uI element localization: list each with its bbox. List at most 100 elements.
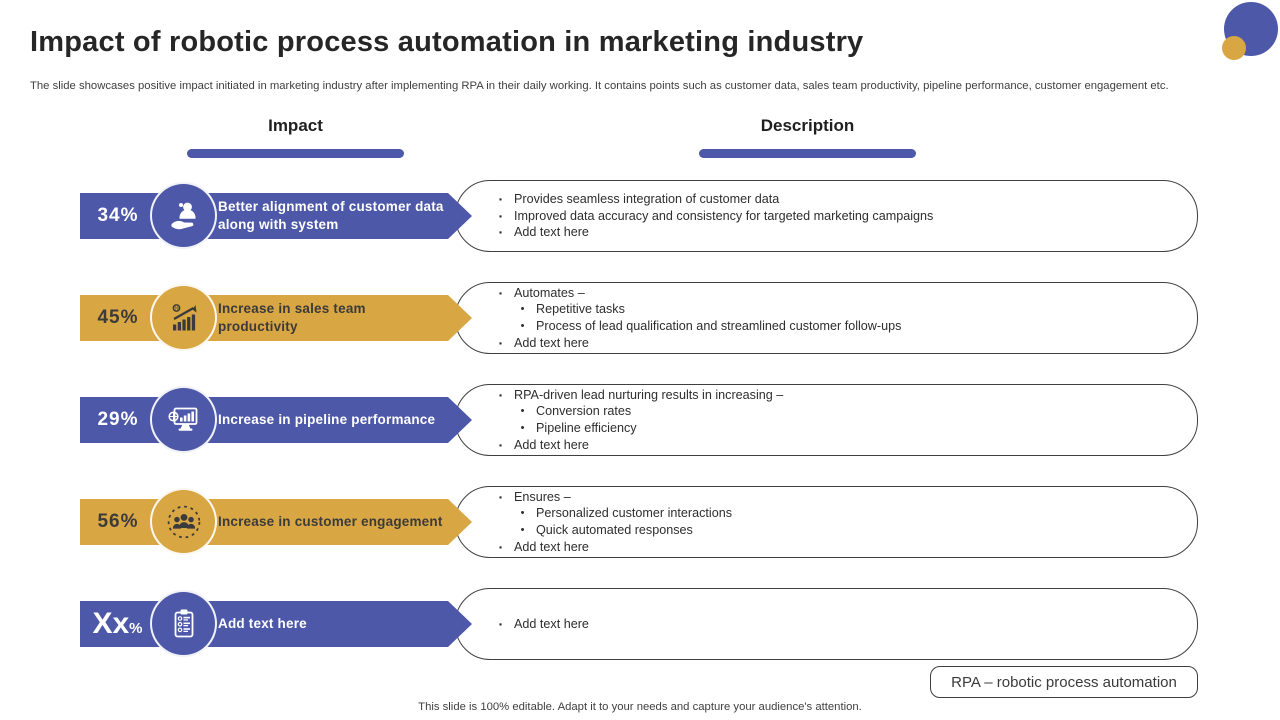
impact-banner: Increase in pipeline performance [80,397,472,443]
bullet-marker: • [520,405,525,418]
bullet-item: • Process of lead qualification and strea… [518,318,902,335]
bullet-text: Conversion rates [536,404,632,419]
sales-growth-icon: % [150,284,217,351]
decorative-gold-circle [1222,36,1246,60]
bullet-marker: ▪ [498,287,502,298]
description-header-underline [699,149,916,158]
bullet-marker: ▪ [498,210,502,221]
bullet-text: Repetitive tasks [536,302,625,317]
bullet-item: ▪ Ensures – [496,489,732,506]
impact-banner: Better alignment of customer data along … [80,193,472,239]
bullet-item: ▪ Provides seamless integration of custom… [496,191,933,208]
bullet-text: Personalized customer interactions [536,506,732,521]
bullet-marker: ▪ [498,194,502,205]
bullet-item: • Quick automated responses [518,522,732,539]
bullet-text: Add text here [514,225,589,240]
bullet-item: ▪ Add text here [496,335,901,352]
slide-subtitle: The slide showcases positive impact init… [30,80,1169,92]
impact-banner: Add text here [80,601,472,647]
percent-badge: 34% [88,193,148,239]
bullet-text: Automates – [514,285,585,300]
impact-rows: ▪ Provides seamless integration of custom… [80,180,1200,690]
bullet-text: Add text here [514,539,589,554]
impact-row: ▪ Ensures – • Personalized customer interac… [80,486,1198,558]
bullet-item: ▪ Add text here [496,616,589,633]
percent-value: Xx [92,607,130,640]
percent-sign: % [129,620,144,637]
impact-row: ▪ Automates – • Repetitive tasks • Process of… [80,282,1198,354]
bullet-marker: ▪ [498,541,502,552]
bullet-item: ▪ Improved data accuracy and consistency … [496,208,933,225]
description-bullets: ▪ Provides seamless integration of custom… [456,191,963,241]
footer-note: This slide is 100% editable. Adapt it to… [418,701,862,713]
description-bullets: ▪ RPA-driven lead nurturing results in in… [456,387,813,453]
bullet-text: Pipeline efficiency [536,421,637,435]
bullet-marker: ▪ [498,439,502,450]
abbreviation-note-text: RPA – robotic process automation [951,673,1177,691]
bullet-text: Quick automated responses [536,523,693,537]
bullet-item: • Pipeline efficiency [518,420,783,437]
bullet-text: Add text here [514,437,589,452]
bullet-marker: ▪ [498,389,502,400]
bullet-text: Improved data accuracy and consistency f… [514,208,934,223]
impact-label: Add text here [218,616,307,632]
bullet-marker: ▪ [498,337,502,348]
bullet-marker: • [520,422,525,434]
customer-care-icon [150,182,217,249]
bullet-item: ▪ RPA-driven lead nurturing results in in… [496,387,783,404]
bullet-text: RPA-driven lead nurturing results in inc… [514,387,784,402]
column-header-impact: Impact [268,116,323,135]
percent-sign: % [120,511,139,532]
bullet-marker: • [520,507,525,520]
bullet-marker: ▪ [498,227,502,238]
description-box: ▪ Provides seamless integration of custom… [455,180,1198,252]
impact-label: Increase in customer engagement [218,514,443,530]
percent-value: 29 [97,409,121,430]
abbreviation-note-box: RPA – robotic process automation [930,666,1198,698]
percent-value: 45 [97,307,121,328]
bullet-item: ▪ Add text here [496,539,732,556]
impact-banner: Increase in sales team productivity [80,295,472,341]
percent-badge: 45% [88,295,148,341]
bullet-text: Provides seamless integration of custome… [514,192,780,207]
bullet-item: ▪ Add text here [496,437,783,454]
description-bullets: ▪ Add text here [456,616,619,633]
percent-badge: 56% [88,499,148,545]
impact-header-underline [187,149,404,158]
impact-row: ▪ RPA-driven lead nurturing results in in… [80,384,1198,456]
bullet-marker: • [520,303,525,316]
checklist-icon [150,590,217,657]
bullet-item: • Personalized customer interactions [518,505,732,522]
page-title: Impact of robotic process automation in … [30,26,864,58]
impact-row: ▪ Add text here Add text here Xx% [80,588,1198,660]
bullet-item: ▪ Add text here [496,224,933,241]
description-bullets: ▪ Automates – • Repetitive tasks • Process of… [456,285,931,351]
percent-value: 56 [97,511,121,532]
svg-text:%: % [173,306,179,312]
impact-label: Increase in sales team productivity [218,301,366,334]
bullet-marker: • [520,320,525,332]
bullet-marker: • [520,524,525,536]
bullet-text: Process of lead qualification and stream… [536,319,902,333]
bullet-item: ▪ Automates – [496,285,901,302]
impact-label: Increase in pipeline performance [218,412,436,428]
percent-badge: Xx% [88,601,148,647]
percent-sign: % [120,205,139,226]
description-bullets: ▪ Ensures – • Personalized customer interac… [456,489,762,555]
percent-sign: % [120,307,139,328]
impact-banner: Increase in customer engagement [80,499,472,545]
description-box: ▪ Add text here [455,588,1198,660]
impact-row: ▪ Provides seamless integration of custom… [80,180,1198,252]
bullet-marker: ▪ [498,491,502,502]
percent-value: 34 [97,205,121,226]
bullet-marker: ▪ [498,618,502,629]
column-header-description: Description [760,116,855,135]
bullet-text: Add text here [514,616,589,631]
percent-sign: % [120,409,139,430]
bullet-text: Add text here [514,335,589,350]
customer-engagement-icon [150,488,217,555]
bullet-item: • Conversion rates [518,403,783,420]
description-box: ▪ Automates – • Repetitive tasks • Process of… [455,282,1198,354]
impact-label: Better alignment of customer data along … [218,199,444,232]
bullet-text: Ensures – [514,489,571,504]
